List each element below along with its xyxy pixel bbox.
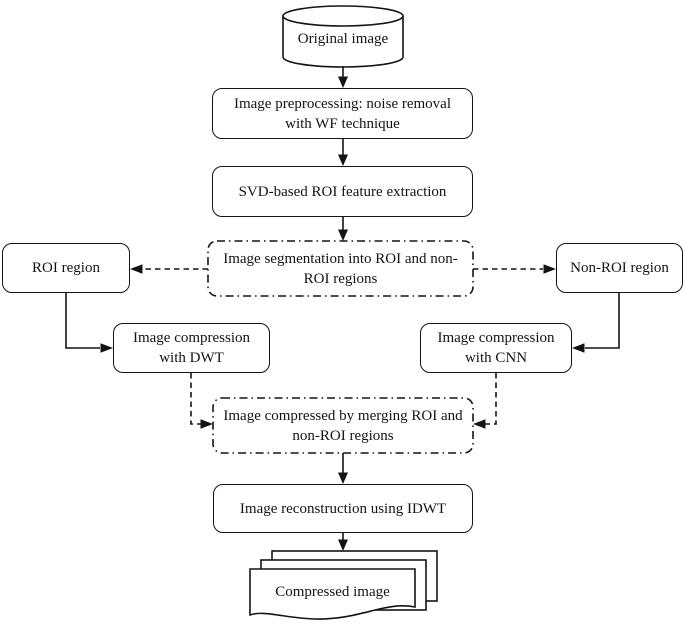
node-roi-region: ROI region <box>2 243 130 293</box>
node-compressed-image-label: Compressed image <box>275 584 390 600</box>
node-dwt-compression: Image compression with DWT <box>113 323 270 373</box>
arrow-merge-to-reconstruction <box>338 453 348 484</box>
arrow-cnn-to-merge <box>473 373 497 429</box>
node-preprocessing-label: Image preprocessing: noise removal with … <box>233 95 451 132</box>
node-preprocessing: Image preprocessing: noise removal with … <box>212 88 473 139</box>
arrow-reconstruction-to-compressed <box>338 533 348 551</box>
arrow-preprocessing-to-svd <box>338 139 348 166</box>
arrow-original-to-preprocessing <box>338 66 348 88</box>
node-roi-region-label: ROI region <box>32 260 100 276</box>
cylinder-shape <box>282 5 404 68</box>
merge-box-outline <box>212 397 474 454</box>
node-cnn-compression-label: Image compression with CNN <box>437 330 555 366</box>
node-original-image-label: Original image <box>297 31 389 47</box>
arrow-roi-to-dwt <box>65 293 113 353</box>
node-compressed-image: Compressed image <box>250 572 415 612</box>
node-segmentation: Image segmentation into ROI and non- ROI… <box>208 241 473 296</box>
arrow-nonroi-to-cnn <box>572 293 620 353</box>
node-dwt-compression-label: Image compression with DWT <box>132 330 251 366</box>
node-reconstruction-label: Image reconstruction using IDWT <box>239 500 447 517</box>
document-stack-shape <box>249 550 438 620</box>
node-svd-extraction-label: SVD-based ROI feature extraction <box>238 183 447 200</box>
segmentation-box-outline <box>207 240 474 297</box>
node-cnn-compression: Image compression with CNN <box>420 323 572 373</box>
arrow-svd-to-segmentation <box>338 217 348 241</box>
node-merge-label: Image compressed by merging ROI and non-… <box>223 407 463 444</box>
node-segmentation-label: Image segmentation into ROI and non- ROI… <box>223 250 458 287</box>
arrow-dwt-to-merge <box>190 373 213 429</box>
node-svd-extraction: SVD-based ROI feature extraction <box>212 166 473 217</box>
node-non-roi-region: Non-ROI region <box>556 243 683 293</box>
node-merge: Image compressed by merging ROI and non-… <box>213 398 473 453</box>
node-non-roi-region-label: Non-ROI region <box>570 260 669 276</box>
node-original-image: Original image <box>283 26 403 52</box>
arrow-segmentation-to-nonroi <box>473 264 556 274</box>
arrow-segmentation-to-roi <box>130 264 208 274</box>
node-reconstruction: Image reconstruction using IDWT <box>213 484 473 533</box>
